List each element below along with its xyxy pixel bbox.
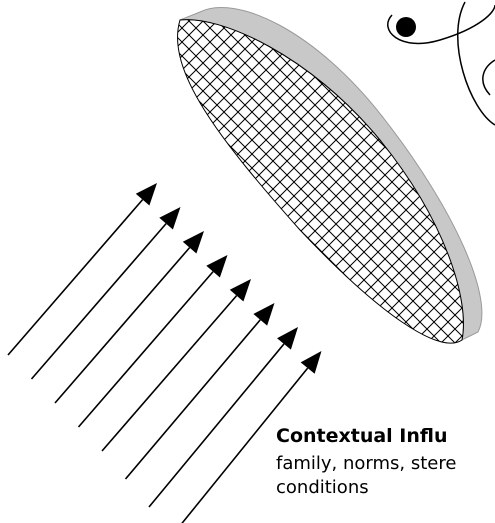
- contextual-influences-title: Contextual Influ: [276, 425, 448, 447]
- description-line-1: family, norms, stere: [276, 452, 495, 476]
- arrow-shaft-1: [8, 200, 143, 355]
- arrow-head-3: [183, 231, 204, 254]
- arrow-head-8: [301, 351, 322, 374]
- description-line-2: conditions: [276, 476, 495, 500]
- arrow-head-6: [253, 303, 274, 326]
- filter-lens: [178, 8, 482, 344]
- arrow-head-1: [136, 183, 157, 206]
- arrow-head-7: [277, 327, 298, 350]
- contextual-influences-description: family, norms, stere conditions: [276, 452, 495, 500]
- arrow-head-2: [159, 207, 180, 230]
- arrow-group: [8, 183, 322, 523]
- arrow-shaft-4: [79, 272, 214, 427]
- arrow-shaft-3: [55, 248, 190, 403]
- arrow-shaft-7: [149, 344, 284, 507]
- arrow-shaft-2: [32, 224, 167, 379]
- arrow-head-4: [206, 255, 227, 278]
- atom-orbit-icon: [388, 2, 495, 125]
- arrow-head-5: [230, 279, 251, 302]
